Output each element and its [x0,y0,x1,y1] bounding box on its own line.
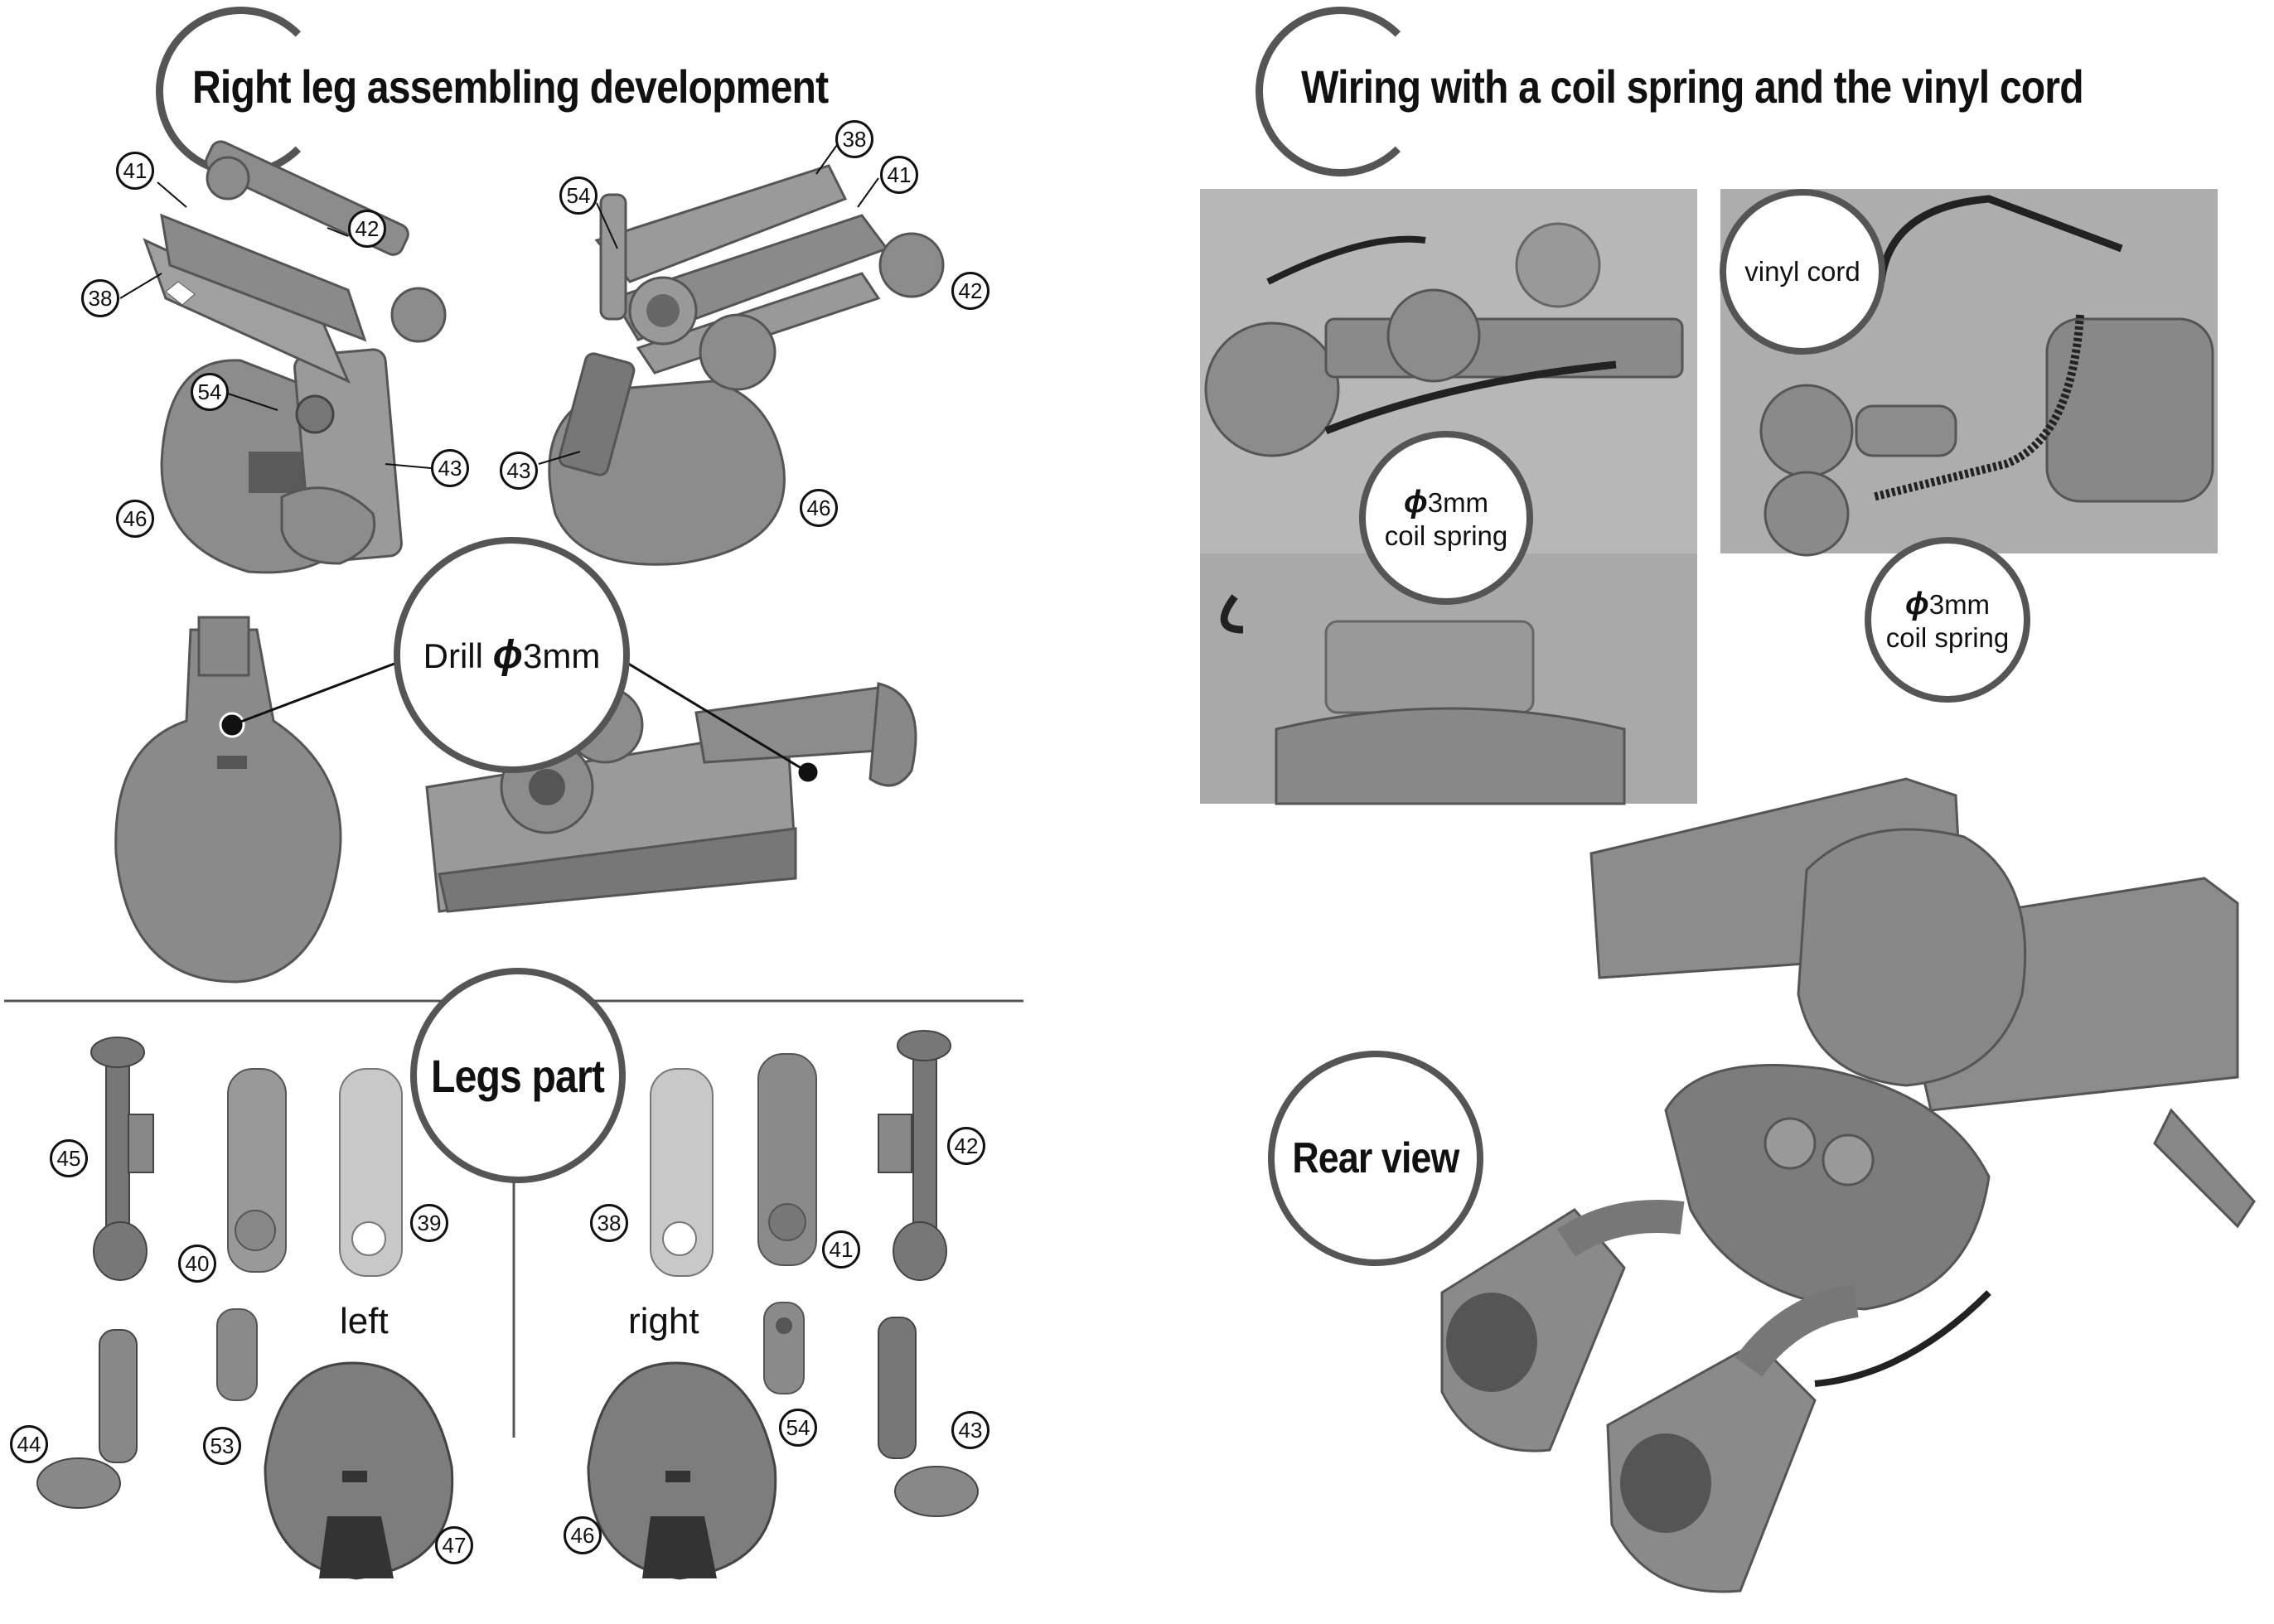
coil-size-b: 3mm [1928,588,1991,620]
leg-shell-drill-drawing [114,616,342,984]
legs-part-title: Legs part [431,1049,605,1102]
part-number-38: 38 [81,279,119,317]
drill-callout-bubble: Drill ϕ3mm [394,537,630,773]
part-number-46: 46 [116,500,154,538]
part-number-46-b: 46 [800,489,838,527]
part-number-54-b: 54 [559,176,598,215]
phi-symbol-drill: ϕ [492,633,523,677]
assembly-left-drawing [143,140,447,574]
drill-label: Drill [423,636,483,675]
part-number-43-b: 43 [500,452,538,490]
legs-part-drawings [36,1030,979,1580]
vinyl-cord-label: vinyl cord [1744,256,1860,287]
legs-part-title-bubble: Legs part [410,968,626,1183]
title-right-leg-assembly: Right leg assembling development [192,60,829,113]
part-number-43-c: 43 [951,1411,989,1449]
assembly-right-drawing [548,164,945,566]
coil-size-a: 3mm [1427,486,1489,518]
part-number-41: 41 [116,152,154,190]
coil-label-b: coil spring [1885,621,2010,653]
title-ring-wiring [1256,7,1425,176]
phi-symbol-a: ϕ [1403,484,1428,520]
part-number-54-c: 54 [779,1409,817,1447]
part-number-41-b: 41 [880,156,918,194]
part-number-46-c: 46 [564,1516,602,1554]
part-number-53: 53 [203,1427,241,1465]
part-number-47: 47 [435,1526,473,1564]
coil-spring-callout-b: ϕ3mm coil spring [1865,537,2030,703]
part-number-38-c: 38 [590,1204,628,1242]
part-number-44: 44 [10,1425,48,1463]
label-right: right [628,1301,699,1341]
part-number-45: 45 [50,1139,88,1177]
part-number-40: 40 [178,1245,216,1283]
part-number-54: 54 [191,373,229,411]
part-number-38-b: 38 [835,120,873,158]
rear-view-title: Rear view [1292,1134,1459,1182]
rear-view-model [1440,777,2256,1593]
wiring-photos [1200,189,2218,805]
part-number-42-b: 42 [951,272,989,310]
title-wiring: Wiring with a coil spring and the vinyl … [1301,60,2084,113]
drill-size: 3mm [523,636,601,675]
drill-leader-right [612,653,809,774]
vinyl-cord-callout: vinyl cord [1720,189,1885,355]
coil-label-a: coil spring [1384,520,1508,551]
part-number-41-c: 41 [822,1230,860,1269]
part-number-42-c: 42 [947,1127,985,1165]
part-number-42: 42 [348,210,386,248]
part-number-39: 39 [410,1204,448,1242]
label-left: left [340,1301,389,1341]
phi-symbol-b: ϕ [1904,586,1929,621]
coil-spring-callout-a: ϕ3mm coil spring [1359,431,1533,605]
drill-leader-left [231,653,419,727]
rear-view-title-bubble: Rear view [1268,1051,1483,1266]
part-number-43: 43 [431,449,469,487]
